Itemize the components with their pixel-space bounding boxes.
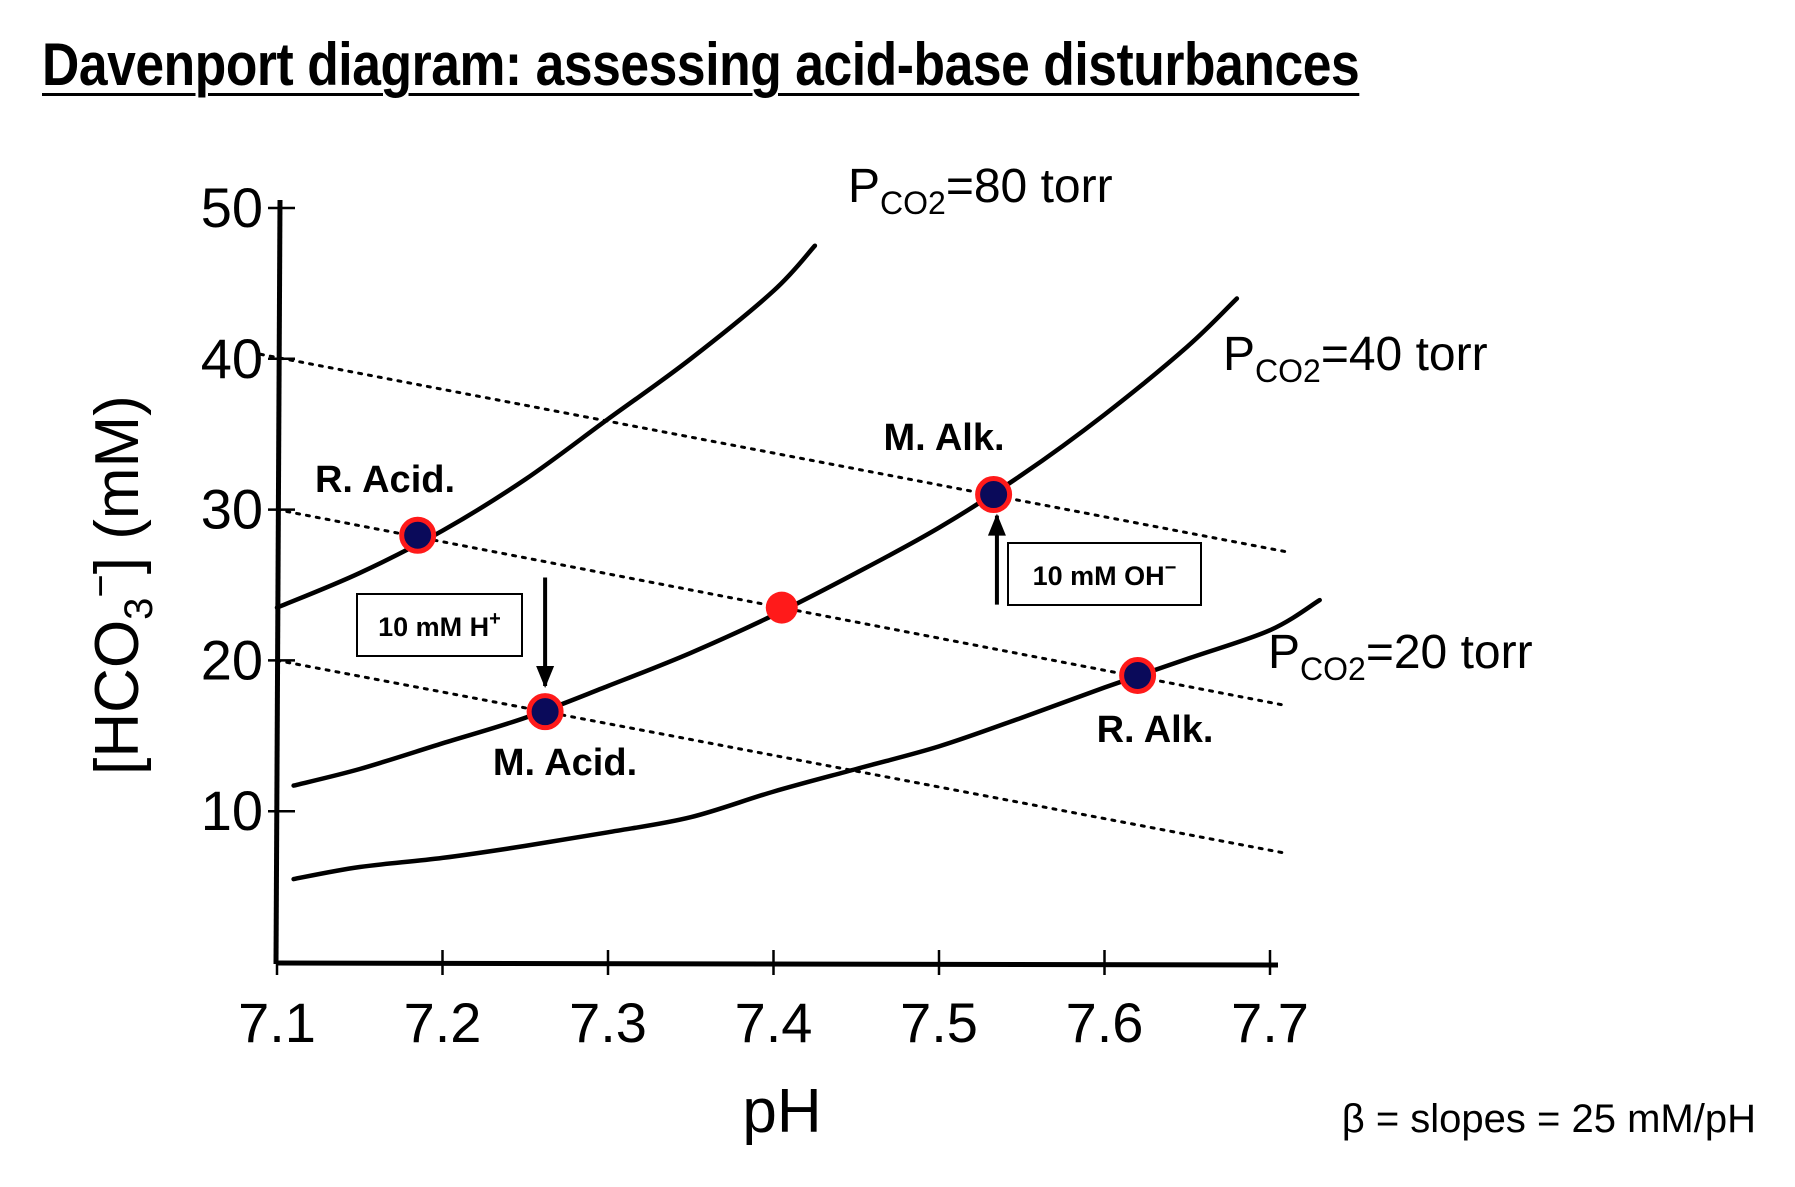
buffer-line-1: [258, 352, 1289, 554]
y-tick-label: 50: [201, 176, 263, 239]
y-axis-line: [273, 199, 283, 965]
x-tick-label: 7.6: [1066, 991, 1144, 1054]
x-tick-label: 7.4: [735, 991, 813, 1054]
point-label-m-alk: M. Alk.: [883, 417, 1004, 459]
x-axis-label: pH: [742, 1077, 821, 1146]
axes: 10 20 30 40 50 7.1 7.2 7.3 7.4 7.5 7.6 7.7: [201, 176, 1309, 1054]
y-tick-label: 10: [201, 779, 263, 842]
x-tick-label: 7.5: [900, 991, 978, 1054]
x-tick-label: 7.3: [569, 991, 647, 1054]
x-tick-label: 7.7: [1231, 991, 1309, 1054]
point-label-r-acid: R. Acid.: [315, 459, 455, 501]
annotation-arrow-head-1: [536, 666, 555, 689]
point-normal: [765, 591, 798, 624]
y-tick-label: 20: [201, 628, 263, 691]
footnote: β = slopes = 25 mM/pH: [1342, 1097, 1756, 1141]
point-r-acid: [399, 516, 437, 554]
annotation-arrow-head-2: [987, 513, 1006, 536]
point-m-acid: [526, 693, 564, 731]
y-tick-label: 30: [201, 478, 263, 541]
page-title: Davenport diagram: assessing acid-base d…: [42, 31, 1360, 98]
annotation-box-2: [1007, 542, 1202, 606]
annotation-box-1: [356, 593, 523, 657]
x-axis-line: [275, 960, 1279, 968]
isopleth-label-1: PCO2=80 torr: [848, 160, 1113, 221]
point-label-m-acid: M. Acid.: [493, 742, 637, 784]
point-r-alk: [1119, 656, 1157, 694]
point-label-r-alk: R. Alk.: [1097, 709, 1214, 751]
y-axis-label: [HCO3−] (mM): [79, 395, 161, 775]
isopleth-curve-3: [291, 597, 1322, 882]
point-m-alk: [975, 476, 1013, 514]
points: [399, 476, 1157, 731]
annotation-label-2: 10 mM OH−: [1033, 557, 1177, 591]
x-tick-label: 7.2: [404, 991, 482, 1054]
arrows: 10 mM H+ 10 mM OH−: [356, 513, 1202, 689]
y-tick-label: 40: [201, 327, 263, 390]
buffer-line-3: [275, 658, 1289, 855]
isopleth-label-3: PCO2=20 torr: [1268, 626, 1533, 687]
x-tick-label: 7.1: [238, 991, 316, 1054]
isopleth-curve-1: [274, 243, 818, 610]
annotation-label-1: 10 mM H+: [378, 608, 501, 642]
isopleth-label-2: PCO2=40 torr: [1223, 328, 1488, 389]
